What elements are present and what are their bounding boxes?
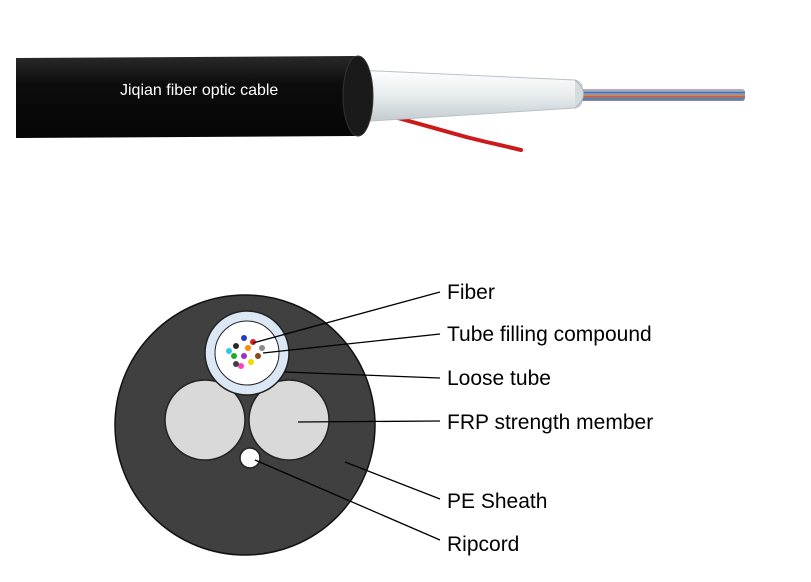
leader-fiber xyxy=(252,291,441,344)
label-frp: FRP strength member xyxy=(447,411,653,434)
fiber-dots xyxy=(226,335,265,369)
frp-strength-member-right xyxy=(248,379,330,461)
label-ripcord: Ripcord xyxy=(447,533,519,556)
fiber-dot xyxy=(226,348,232,354)
leader-ripcord xyxy=(254,459,441,541)
cross-section xyxy=(114,294,376,556)
fiber-dot xyxy=(233,361,239,367)
tube-filling-compound xyxy=(214,320,280,386)
fiber-dot xyxy=(231,353,237,359)
loose-tube-photo xyxy=(354,69,583,123)
cable-sheath-photo xyxy=(16,56,372,138)
fiber-dot xyxy=(255,353,261,359)
cable-label: Jiqian fiber optic cable xyxy=(120,82,278,99)
cable-photo: Jiqian fiber optic cable xyxy=(16,55,745,152)
fiber-dot xyxy=(250,339,256,345)
leader-filling xyxy=(262,333,441,354)
label-fiber: Fiber xyxy=(447,281,495,304)
fiber-dot xyxy=(259,345,265,351)
fiber-bundle xyxy=(580,89,745,101)
fiber-dot xyxy=(245,345,251,351)
callout-labels: Fiber Tube filling compound Loose tube F… xyxy=(447,281,653,556)
frp-strength-member-left xyxy=(164,379,246,461)
label-filling: Tube filling compound xyxy=(447,323,652,346)
label-tube: Loose tube xyxy=(447,367,551,390)
ripcord-circle xyxy=(239,447,261,469)
fiber-dot xyxy=(238,363,244,369)
leader-tube xyxy=(284,371,441,379)
leader-lines xyxy=(252,291,441,541)
fiber-dot xyxy=(241,335,247,341)
leader-frp xyxy=(297,420,441,423)
label-pe: PE Sheath xyxy=(447,490,547,513)
fiber-dot xyxy=(248,359,254,365)
fiber-dot xyxy=(233,343,239,349)
leader-pe xyxy=(344,461,441,500)
fiber-dot xyxy=(241,353,247,359)
